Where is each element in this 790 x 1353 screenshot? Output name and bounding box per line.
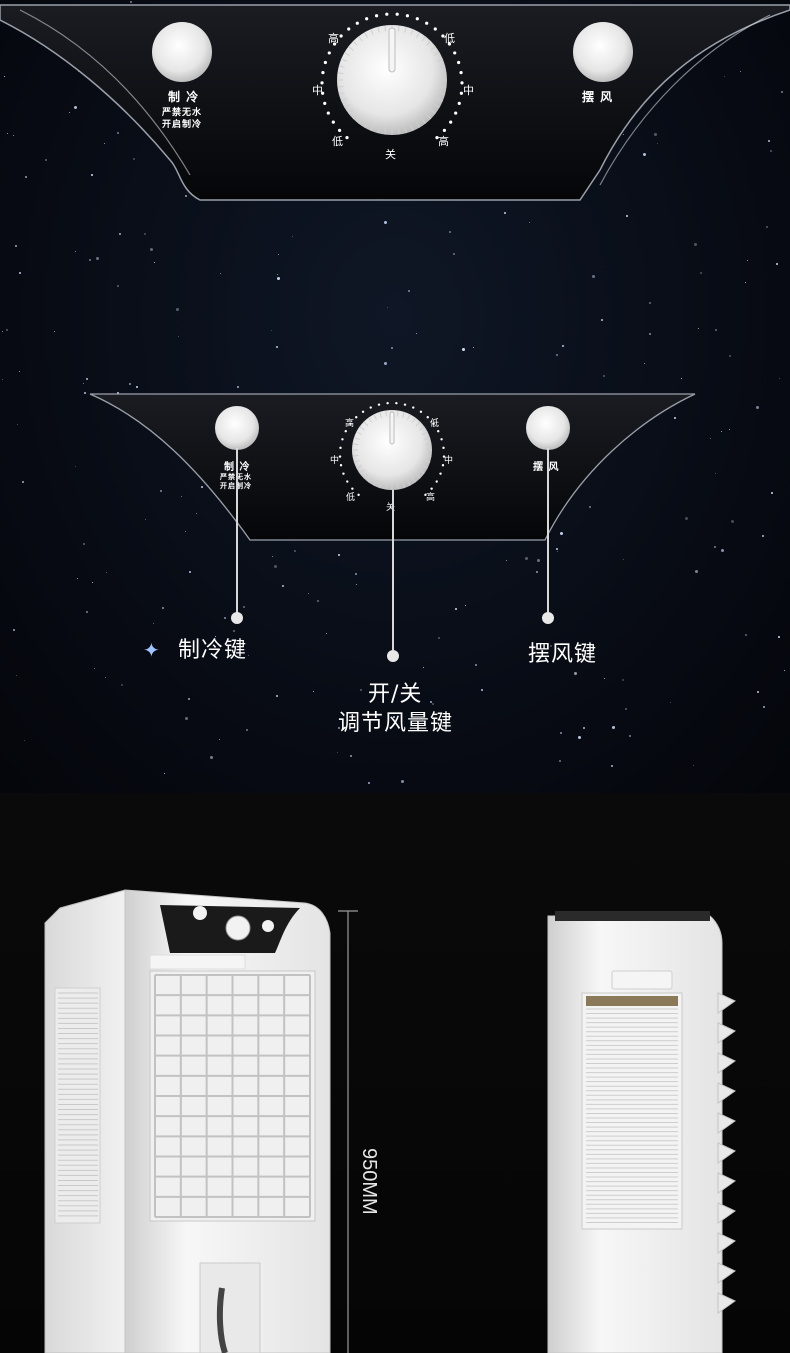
product-photo-section: 950MM bbox=[0, 793, 790, 1353]
swing-button-mid[interactable] bbox=[526, 406, 570, 450]
switch-key-line1: 开/关 bbox=[368, 682, 423, 707]
cool-button-mid[interactable] bbox=[215, 406, 259, 450]
cool-button-top[interactable] bbox=[152, 22, 212, 82]
top-cool-sub2: 开启制冷 bbox=[162, 120, 203, 130]
fan-speed-knob-mid[interactable] bbox=[352, 410, 432, 490]
top-mark-mid-right: 中 bbox=[463, 84, 475, 97]
cooler-front-view bbox=[44, 889, 331, 1353]
mid-control-panel bbox=[89, 393, 696, 541]
swing-callout-line bbox=[547, 448, 549, 616]
top-cool-label: 制 冷 bbox=[168, 90, 200, 104]
cool-callout-dot bbox=[231, 612, 243, 624]
product-illustration bbox=[44, 889, 736, 1353]
sparkle-icon: ✦ bbox=[143, 638, 160, 662]
mid-mark-off: 关 bbox=[386, 503, 397, 513]
top-mark-high-left: 高 bbox=[328, 32, 340, 45]
cool-key-label: 制冷键 bbox=[178, 638, 248, 663]
top-control-panel bbox=[0, 4, 790, 201]
mid-mark-low-right: 低 bbox=[430, 419, 441, 429]
top-mark-mid-left: 中 bbox=[312, 84, 324, 97]
height-dimension-label: 950MM bbox=[358, 1148, 380, 1215]
switch-callout-dot bbox=[387, 650, 399, 662]
swing-key-label: 摆风键 bbox=[528, 642, 598, 667]
mid-swing-label: 摆 风 bbox=[533, 462, 560, 473]
swing-button-top[interactable] bbox=[573, 22, 633, 82]
top-mark-low-left: 低 bbox=[332, 135, 344, 148]
cooler-back-view bbox=[547, 911, 736, 1353]
control-panel-section: 制 冷 严禁无水 开启制冷 摆 风 高 低 中 中 低 高 关 制 冷 严禁无水… bbox=[0, 0, 790, 793]
mid-cool-sub1: 严禁无水 bbox=[220, 472, 252, 482]
top-swing-label: 摆 风 bbox=[582, 90, 614, 104]
mid-mark-mid-left: 中 bbox=[330, 456, 341, 466]
mid-mark-high-left: 高 bbox=[345, 419, 356, 429]
mid-mark-low-left: 低 bbox=[346, 493, 357, 503]
mid-mark-mid-right: 中 bbox=[444, 456, 455, 466]
switch-callout-line bbox=[392, 490, 394, 650]
top-mark-low-right: 低 bbox=[444, 32, 456, 45]
top-cool-sub1: 严禁无水 bbox=[162, 108, 203, 118]
mid-mark-high-right: 高 bbox=[426, 493, 437, 503]
switch-key-line2: 调节风量键 bbox=[338, 711, 454, 736]
swing-callout-dot bbox=[542, 612, 554, 624]
fan-speed-knob-top[interactable] bbox=[337, 25, 447, 135]
cool-callout-line bbox=[236, 448, 238, 616]
mid-cool-sub2: 开启制冷 bbox=[220, 481, 252, 491]
top-mark-high-right: 高 bbox=[438, 135, 450, 148]
top-mark-off: 关 bbox=[385, 148, 397, 161]
